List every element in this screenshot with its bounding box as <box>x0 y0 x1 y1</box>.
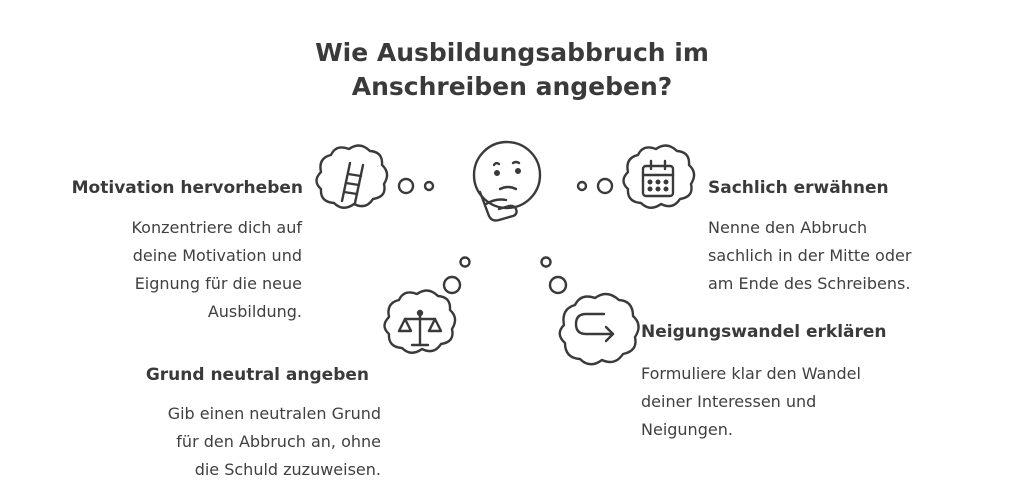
desc-neigungswandel-line: Formuliere klar den Wandel <box>641 364 861 383</box>
redirect-arrow-icon <box>574 312 615 343</box>
calendar-icon <box>641 159 675 198</box>
desc-neigungswandel: Formuliere klar den Wandel deiner Intere… <box>641 360 861 444</box>
title-line-1: Wie Ausbildungsabbruch im <box>315 38 709 67</box>
desc-grund-line: Gib einen neutralen Grund <box>167 404 381 423</box>
scales-cloud <box>383 289 457 354</box>
calendar-cloud <box>622 144 696 209</box>
desc-neigungswandel-line: Neigungen. <box>641 420 733 439</box>
desc-neigungswandel-line: deiner Interessen und <box>641 392 817 411</box>
desc-motivation-line: Konzentriere dich auf <box>131 218 302 237</box>
title-line-2: Anschreiben angeben? <box>351 72 673 101</box>
heading-grund: Grund neutral angeben <box>145 365 369 385</box>
desc-motivation-line: Eignung für die neue <box>134 274 302 293</box>
scales-icon <box>397 309 443 347</box>
desc-sachlich-line: Nenne den Abbruch <box>708 218 868 237</box>
thinking-face-icon <box>472 140 542 222</box>
ladder-cloud <box>315 144 389 209</box>
desc-grund: Gib einen neutralen Grund für den Abbruc… <box>168 400 381 484</box>
desc-motivation-line: deine Motivation und <box>132 246 302 265</box>
diagram-title: Wie Ausbildungsabbruch im Anschreiben an… <box>0 36 1024 104</box>
desc-grund-line: die Schuld zuzuweisen. <box>194 460 381 479</box>
desc-sachlich-line: am Ende des Schreibens. <box>708 274 911 293</box>
heading-sachlich: Sachlich erwähnen <box>708 178 889 198</box>
redirect-cloud <box>558 292 640 366</box>
desc-sachlich-line: sachlich in der Mitte oder <box>708 246 912 265</box>
heading-neigungswandel: Neigungswandel erklären <box>641 322 887 342</box>
desc-motivation-line: Ausbildung. <box>207 302 302 321</box>
heading-motivation: Motivation hervorheben <box>71 178 303 198</box>
desc-sachlich: Nenne den Abbruch sachlich in der Mitte … <box>708 214 911 298</box>
desc-motivation: Konzentriere dich auf deine Motivation u… <box>131 214 302 326</box>
ladder-icon <box>340 161 365 205</box>
desc-grund-line: für den Abbruch an, ohne <box>176 432 381 451</box>
thought-bubbles <box>397 177 614 295</box>
